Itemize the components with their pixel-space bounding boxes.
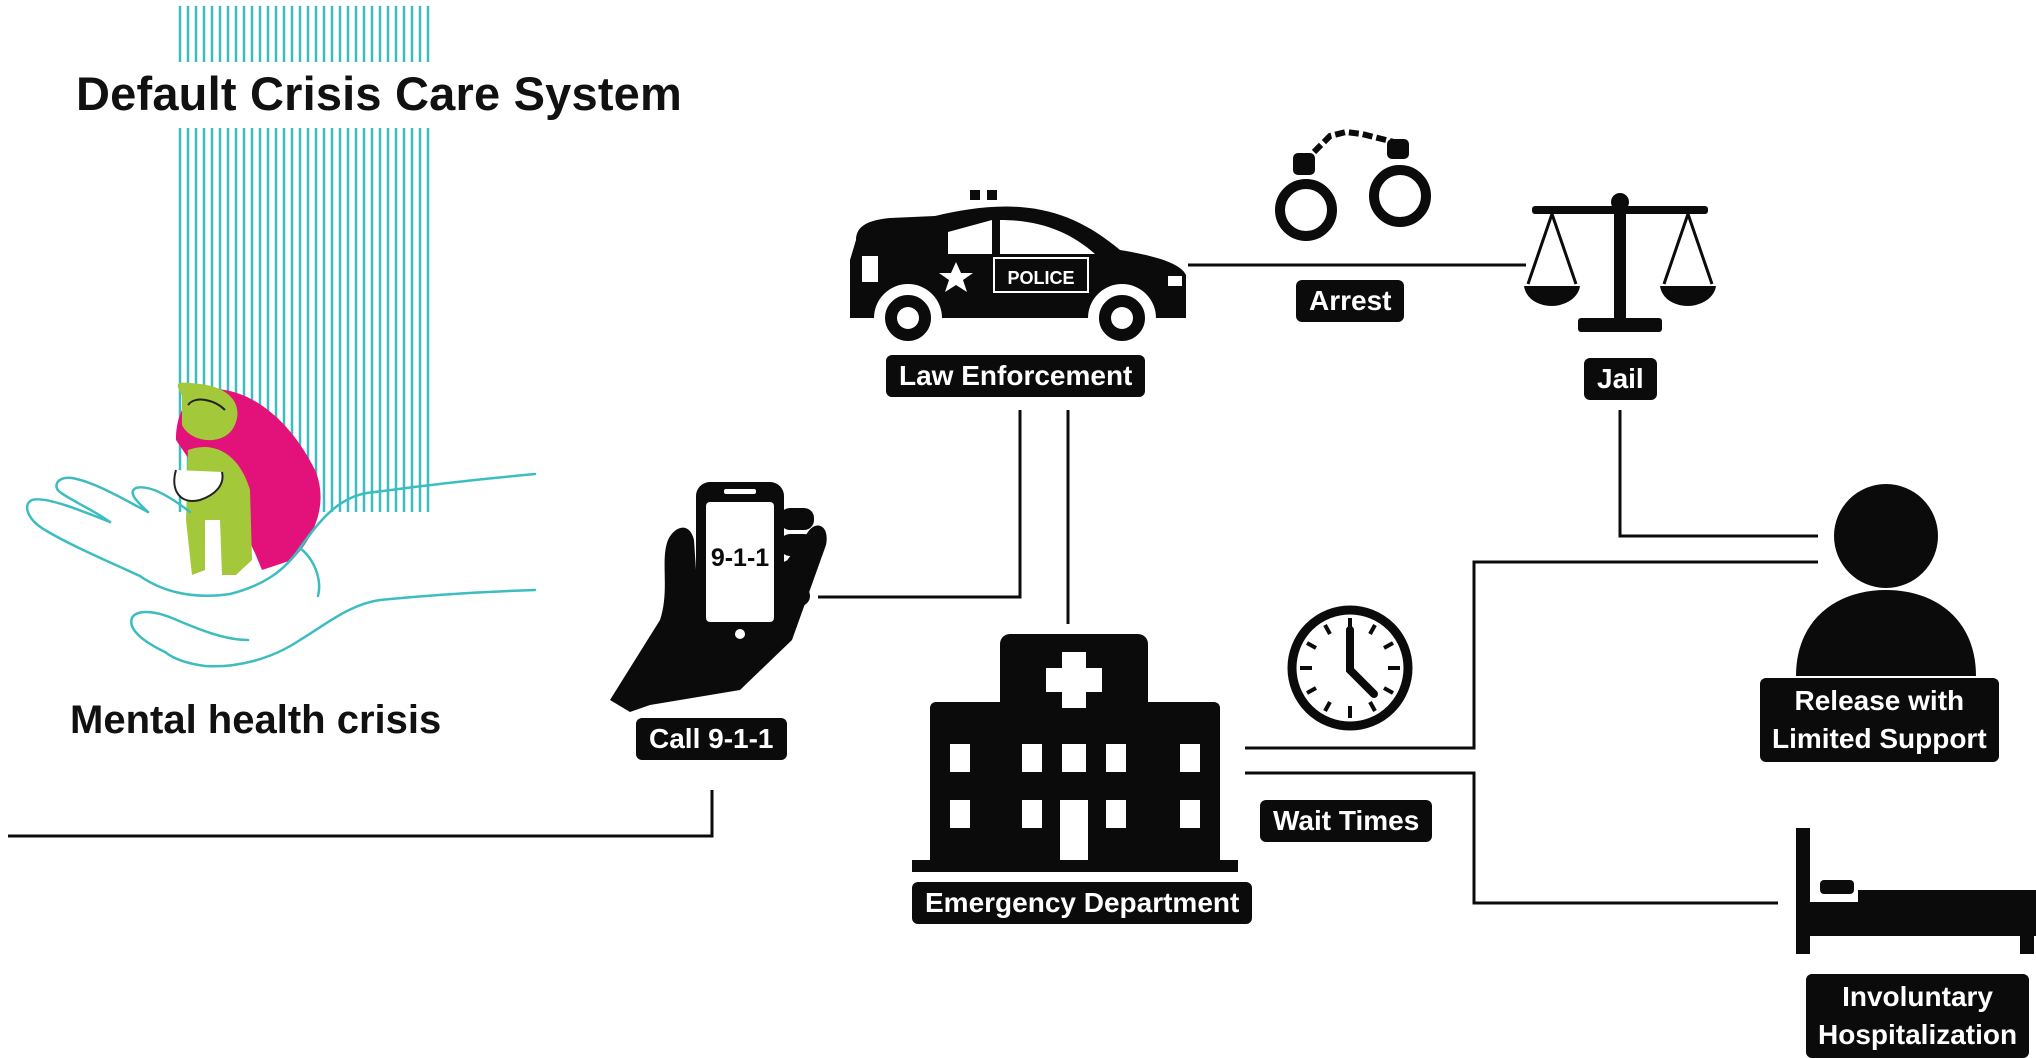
label-hosp-line2: Hospitalization: [1818, 1019, 2018, 1050]
hands-icon: [25, 472, 537, 668]
person-crisis-icon: [173, 382, 321, 575]
police-car-icon: POLICE: [850, 190, 1186, 347]
person-icon: [1796, 484, 1976, 676]
label-arrest: Arrest: [1296, 280, 1405, 322]
label-release-line2: Limited Support: [1772, 723, 1987, 754]
label-jail: Jail: [1584, 358, 1657, 400]
phone-screen-text: 9-1-1: [711, 544, 769, 572]
phone-911-icon: 9-1-1: [610, 482, 827, 712]
label-law-enforcement: Law Enforcement: [886, 355, 1146, 397]
label-emergency-department: Emergency Department: [912, 882, 1253, 924]
label-release-line1: Release with: [1794, 685, 1965, 716]
diagram-title: Default Crisis Care System: [76, 67, 683, 120]
label-involuntary-hospitalization: Involuntary Hospitalization: [1806, 974, 2030, 1058]
label-release: Release with Limited Support: [1760, 678, 1999, 762]
bed-icon: [1796, 828, 2036, 954]
police-car-text: POLICE: [1007, 268, 1074, 288]
scales-icon: [1524, 193, 1716, 332]
label-hosp-line1: Involuntary: [1842, 981, 1994, 1012]
label-call-911: Call 9-1-1: [636, 718, 787, 760]
label-wait-times: Wait Times: [1260, 800, 1433, 842]
start-label: Mental health crisis: [70, 698, 442, 742]
hospital-icon: [912, 634, 1238, 872]
connector-lines: [8, 263, 1818, 905]
clock-icon: [1287, 605, 1413, 731]
handcuffs-icon: [1275, 128, 1431, 241]
